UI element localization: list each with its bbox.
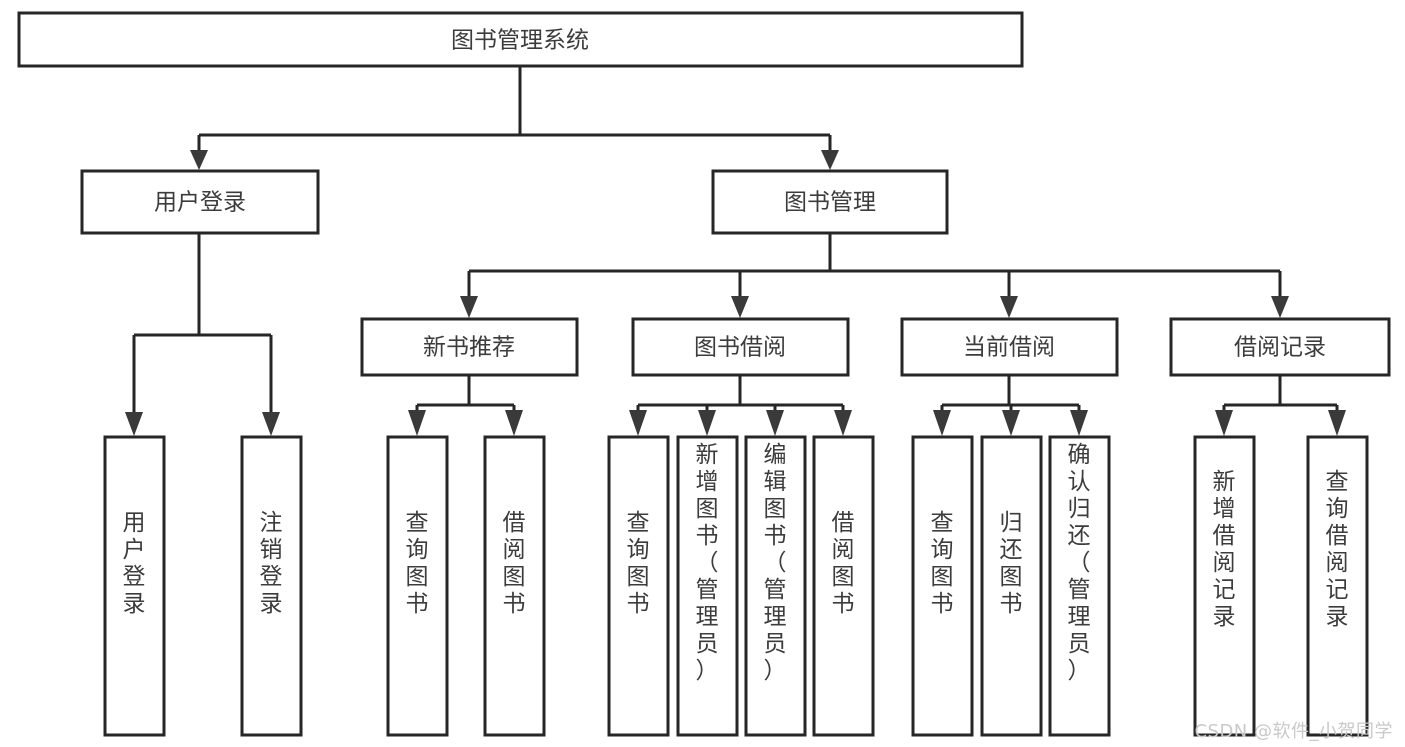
arrow-head-current-borrow bbox=[1000, 296, 1018, 318]
node-leaf-user-login-box[interactable] bbox=[103, 435, 166, 737]
csdn-watermark: CSDN @软件_小贺同学 bbox=[1194, 721, 1393, 742]
node-user-login-label: 用户登录 bbox=[154, 190, 246, 216]
node-leaf-borrow-book-2-box[interactable] bbox=[812, 435, 875, 737]
arrow-head-leaf-add-book bbox=[698, 410, 716, 436]
node-leaf-add-book-box[interactable] bbox=[676, 435, 739, 737]
node-user-login-box[interactable] bbox=[80, 169, 320, 235]
arrow-head-leaf-logout bbox=[262, 412, 280, 436]
node-leaf-query-book-3-box[interactable] bbox=[911, 435, 974, 737]
node-new-book-recommend-label: 新书推荐 bbox=[423, 335, 515, 361]
node-book-borrow[interactable]: 图书借阅 bbox=[631, 317, 850, 377]
node-leaf-borrow-book-1-box[interactable] bbox=[483, 435, 546, 737]
node-leaf-query-book-1[interactable]: 查询图书 bbox=[386, 435, 449, 737]
arrow-head-leaf-query-record bbox=[1328, 410, 1346, 436]
arrow-head-leaf-query-book-2 bbox=[629, 410, 647, 436]
node-book-borrow-label: 图书借阅 bbox=[694, 335, 786, 361]
node-leaf-logout[interactable]: 注销登录 bbox=[240, 435, 303, 737]
node-leaf-return-book[interactable]: 归还图书 bbox=[980, 435, 1043, 737]
node-borrow-record[interactable]: 借阅记录 bbox=[1169, 317, 1391, 377]
node-leaf-edit-book-label: 编辑图书（管理员） bbox=[764, 442, 787, 684]
node-borrow-record-label: 借阅记录 bbox=[1234, 335, 1326, 361]
arrow-head-leaf-borrow-book-2 bbox=[834, 410, 852, 436]
node-leaf-query-record-label: 查询借阅记录 bbox=[1326, 469, 1349, 630]
node-new-book-recommend[interactable]: 新书推荐 bbox=[360, 317, 579, 377]
node-leaf-return-book-box[interactable] bbox=[980, 435, 1043, 737]
node-leaf-add-record-label: 新增借阅记录 bbox=[1213, 469, 1236, 630]
node-book-manage[interactable]: 图书管理 bbox=[711, 169, 949, 235]
node-user-login[interactable]: 用户登录 bbox=[80, 169, 320, 235]
node-leaf-query-book-1-box[interactable] bbox=[386, 435, 449, 737]
arrow-head-new-book-recommend bbox=[460, 296, 478, 318]
arrow-head-leaf-add-record bbox=[1215, 410, 1233, 436]
node-leaf-borrow-book-2[interactable]: 借阅图书 bbox=[812, 435, 875, 737]
node-leaf-return-book-label: 归还图书 bbox=[1000, 510, 1023, 617]
arrow-head-book-borrow bbox=[731, 296, 749, 318]
arrow-head-leaf-query-book-1 bbox=[408, 410, 426, 436]
node-leaf-query-book-3[interactable]: 查询图书 bbox=[911, 435, 974, 737]
node-leaf-confirm-return[interactable]: 确认归还（管理员） bbox=[1048, 435, 1111, 737]
arrow-head-leaf-confirm-return bbox=[1070, 410, 1088, 436]
node-leaf-add-book[interactable]: 新增图书（管理员） bbox=[676, 435, 739, 737]
node-book-borrow-box[interactable] bbox=[631, 317, 850, 377]
arrow-head-borrow-record bbox=[1271, 296, 1289, 318]
node-root[interactable]: 图书管理系统 bbox=[17, 11, 1024, 68]
arrow-head-leaf-query-book-3 bbox=[933, 410, 951, 436]
node-root-box[interactable] bbox=[17, 11, 1024, 68]
node-borrow-record-box[interactable] bbox=[1169, 317, 1391, 377]
node-leaf-edit-book[interactable]: 编辑图书（管理员） bbox=[744, 435, 807, 737]
arrow-head-book-manage bbox=[821, 150, 839, 170]
node-leaf-query-book-2-label: 查询图书 bbox=[627, 510, 650, 617]
node-leaf-query-book-2-box[interactable] bbox=[607, 435, 670, 737]
node-current-borrow-box[interactable] bbox=[900, 317, 1119, 377]
node-current-borrow[interactable]: 当前借阅 bbox=[900, 317, 1119, 377]
node-book-manage-box[interactable] bbox=[711, 169, 949, 235]
arrow-head-leaf-return-book bbox=[1002, 410, 1020, 436]
node-leaf-borrow-book-2-label: 借阅图书 bbox=[832, 510, 855, 617]
node-leaf-query-book-2[interactable]: 查询图书 bbox=[607, 435, 670, 737]
node-leaf-edit-book-box[interactable] bbox=[744, 435, 807, 737]
node-leaf-add-record[interactable]: 新增借阅记录 bbox=[1193, 435, 1256, 737]
node-leaf-user-login[interactable]: 用户登录 bbox=[103, 435, 166, 737]
node-leaf-logout-label: 注销登录 bbox=[260, 510, 283, 617]
node-leaf-confirm-return-label: 确认归还（管理员） bbox=[1068, 442, 1091, 684]
node-leaf-query-book-3-label: 查询图书 bbox=[931, 510, 954, 617]
arrow-head-user-login bbox=[190, 150, 208, 170]
arrow-head-leaf-user-login bbox=[125, 412, 143, 436]
node-root-label: 图书管理系统 bbox=[451, 28, 589, 54]
node-leaf-query-record-box[interactable] bbox=[1306, 435, 1369, 737]
node-leaf-user-login-label: 用户登录 bbox=[123, 510, 146, 617]
connector-group bbox=[125, 66, 1346, 436]
node-leaf-logout-box[interactable] bbox=[240, 435, 303, 737]
node-leaf-query-record[interactable]: 查询借阅记录 bbox=[1306, 435, 1369, 737]
node-leaf-add-record-box[interactable] bbox=[1193, 435, 1256, 737]
node-current-borrow-label: 当前借阅 bbox=[963, 335, 1055, 361]
arrow-head-leaf-edit-book bbox=[766, 410, 784, 436]
node-leaf-borrow-book-1-label: 借阅图书 bbox=[503, 510, 526, 617]
node-book-manage-label: 图书管理 bbox=[784, 190, 876, 216]
node-leaf-add-book-label: 新增图书（管理员） bbox=[696, 442, 719, 684]
node-leaf-borrow-book-1[interactable]: 借阅图书 bbox=[483, 435, 546, 737]
node-new-book-recommend-box[interactable] bbox=[360, 317, 579, 377]
arrow-head-leaf-borrow-book-1 bbox=[505, 410, 523, 436]
node-leaf-query-book-1-label: 查询图书 bbox=[406, 510, 429, 617]
node-leaf-confirm-return-box[interactable] bbox=[1048, 435, 1111, 737]
